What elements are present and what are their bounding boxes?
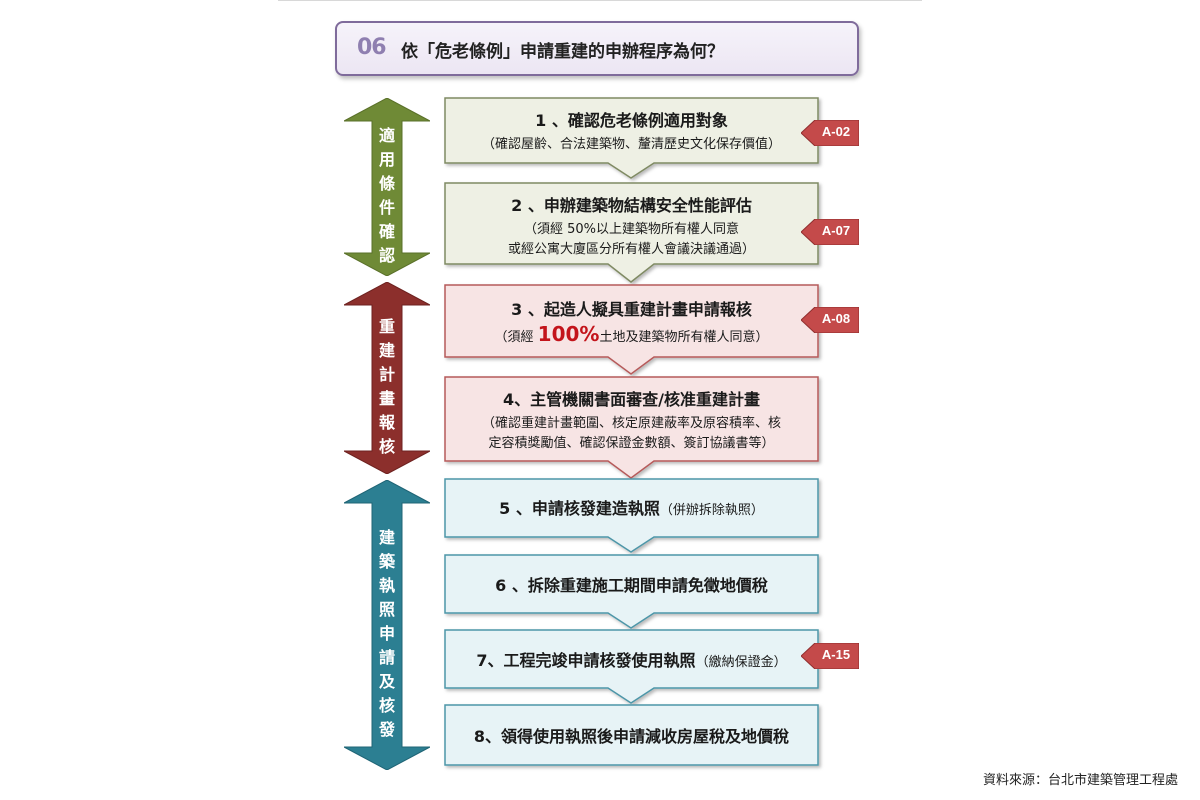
step-7-note: （繳納保證金） — [695, 655, 787, 670]
step-5: 5 、申請核發建造執照（併辦拆除執照） — [445, 495, 818, 519]
phase-label-char: 確 — [378, 222, 395, 241]
phase-label-char: 築 — [378, 552, 395, 571]
step-8-title: 8、領得使用執照後申請減收房屋稅及地價稅 — [473, 727, 790, 746]
top-divider — [278, 0, 922, 1]
phase-label-char: 重 — [378, 317, 395, 336]
question-title-box: 06 依「危老條例」申請重建的申辦程序為何？ — [335, 21, 859, 76]
phase-label-char: 條 — [378, 174, 395, 193]
step-3-note-suffix: 土地及建築物所有權人同意） — [599, 330, 769, 345]
phase-label-eligibility: 適用條件確認 — [344, 124, 430, 268]
source-note: 資料來源：台北市建築管理工程處 — [982, 773, 1178, 788]
phase-label-char: 計 — [378, 365, 395, 384]
phase-arrow-building-permit: 建築執照申請及核發 — [344, 480, 430, 770]
step-box-1 — [444, 97, 819, 179]
step-4-note-line2: 定容積獎勵值、確認保證金數額、簽訂協議書等） — [488, 436, 775, 451]
phase-label-char: 照 — [378, 600, 395, 619]
reference-tag-label: A-15 — [821, 647, 851, 662]
step-7: 7、工程完竣申請核發使用執照（繳納保證金） — [445, 647, 818, 671]
step-1: 1 、確認危老條例適用對象 （確認屋齡、合法建築物、釐清歷史文化保存價值） — [445, 107, 818, 155]
step-2-note-line2: 或經公寓大廈區分所有權人會議決議通過） — [507, 242, 755, 257]
step-8: 8、領得使用執照後申請減收房屋稅及地價稅 — [445, 723, 818, 747]
step-7-title: 7、工程完竣申請核發使用執照 — [476, 651, 696, 670]
phase-arrow-eligibility: 適用條件確認 — [344, 98, 430, 276]
step-3-note-highlight: 100% — [537, 322, 600, 346]
reference-tag-a15: A-15 — [801, 643, 859, 669]
step-4: 4、主管機關書面審查/核准重建計畫 （確認重建計畫範圍、核定原建蔽率及原容積率、… — [445, 386, 818, 454]
step-box-4 — [444, 376, 819, 479]
step-4-title: 4、主管機關書面審查/核准重建計畫 — [503, 390, 760, 409]
phase-arrow-plan-review: 重建計畫報核 — [344, 282, 430, 474]
step-3: 3 、起造人擬具重建計畫申請報核 （須經 100%土地及建築物所有權人同意） — [445, 296, 818, 348]
phase-label-char: 適 — [378, 126, 395, 145]
step-3-title: 3 、起造人擬具重建計畫申請報核 — [511, 300, 752, 319]
step-1-note: （確認屋齡、合法建築物、釐清歷史文化保存價值） — [481, 137, 781, 152]
phase-label-char: 發 — [378, 720, 395, 739]
step-4-note-line1: （確認重建計畫範圍、核定原建蔽率及原容積率、核 — [481, 416, 781, 431]
phase-label-char: 建 — [378, 341, 395, 360]
step-box-2 — [444, 182, 819, 283]
step-6-title: 6 、拆除重建施工期間申請免徵地價稅 — [495, 576, 768, 595]
question-title: 依「危老條例」申請重建的申辦程序為何？ — [401, 42, 724, 62]
phase-label-char: 及 — [378, 672, 395, 691]
step-1-title: 1 、確認危老條例適用對象 — [535, 111, 728, 130]
phase-label-char: 請 — [378, 648, 395, 667]
question-number: 06 — [357, 35, 387, 60]
reference-tag-label: A-02 — [821, 124, 851, 139]
reference-tag-label: A-08 — [821, 311, 851, 326]
phase-label-char: 報 — [378, 413, 395, 432]
step-5-note: （併辦拆除執照） — [659, 503, 764, 518]
phase-label-char: 建 — [378, 528, 395, 547]
phase-label-plan-review: 重建計畫報核 — [344, 315, 430, 459]
reference-tag-a08: A-08 — [801, 307, 859, 333]
step-box-5 — [444, 478, 819, 553]
step-2-note-line1: （須經 50%以上建築物所有權人同意 — [523, 222, 740, 237]
reference-tag-a02: A-02 — [801, 120, 859, 146]
step-2-title: 2 、申辦建築物結構安全性能評估 — [511, 196, 752, 215]
step-2: 2 、申辦建築物結構安全性能評估 （須經 50%以上建築物所有權人同意 或經公寓… — [445, 192, 818, 260]
step-box-6 — [444, 554, 819, 629]
step-box-7 — [444, 629, 819, 704]
step-box-3 — [444, 284, 819, 375]
step-6: 6 、拆除重建施工期間申請免徵地價稅 — [445, 572, 818, 596]
phase-label-char: 申 — [378, 624, 395, 643]
phase-label-building-permit: 建築執照申請及核發 — [344, 526, 430, 742]
phase-label-char: 核 — [378, 437, 395, 456]
phase-label-char: 核 — [378, 696, 395, 715]
phase-label-char: 認 — [378, 246, 395, 265]
step-box-8 — [444, 704, 819, 766]
step-3-note: （須經 100%土地及建築物所有權人同意） — [445, 324, 818, 348]
phase-label-char: 執 — [378, 576, 395, 595]
phase-label-char: 用 — [378, 150, 395, 169]
step-3-note-prefix: （須經 — [494, 330, 538, 345]
phase-label-char: 畫 — [378, 389, 395, 408]
step-5-title: 5 、申請核發建造執照 — [499, 499, 660, 518]
phase-label-char: 件 — [378, 198, 395, 217]
reference-tag-a07: A-07 — [801, 219, 859, 245]
reference-tag-label: A-07 — [821, 223, 851, 238]
